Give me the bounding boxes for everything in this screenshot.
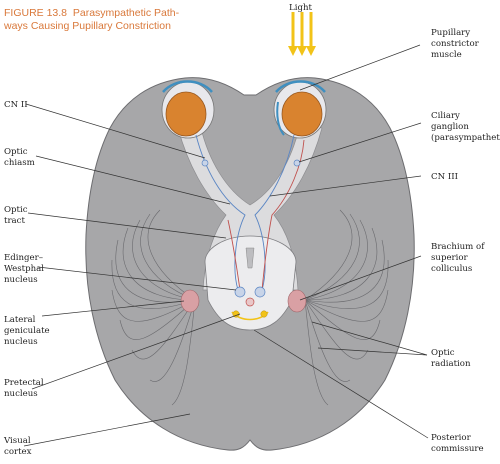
- label-optic-radiation: Optic radiation: [431, 348, 471, 369]
- label-lateral-geniculate: Lateral geniculate nucleus: [4, 315, 52, 347]
- eye-right: [273, 80, 327, 139]
- label-cn3: CN III: [431, 172, 458, 182]
- figure-title-line2: ways Causing Pupillary Constriction: [4, 20, 171, 32]
- label-light: Light: [289, 3, 312, 13]
- label-brachium: Brachium of superior colliculus: [431, 242, 487, 274]
- label-pupillary-constrictor: Pupillary constrictor muscle: [431, 28, 482, 60]
- cerebral-aqueduct: [245, 247, 255, 269]
- label-ciliary-ganglion: Ciliary ganglion (parasympathetic): [431, 111, 500, 143]
- optic-radiation-right: [304, 209, 389, 406]
- light-arrows: [288, 12, 316, 56]
- label-optic-chiasm: Optic chiasm: [4, 147, 35, 168]
- figure-title: FIGURE 13.8 Parasympathetic Path- ways C…: [4, 7, 194, 33]
- midbrain-nuclei: [231, 286, 269, 321]
- figure-title-line1: Parasympathetic Path-: [72, 7, 180, 19]
- label-optic-tract: Optic tract: [4, 205, 30, 226]
- ciliary-ganglion-right: [293, 159, 301, 167]
- label-visual-cortex: Visual cortex: [3, 436, 33, 457]
- label-posterior-commissure: Posterior commissure: [431, 433, 484, 454]
- label-pretectal: Pretectal nucleus: [4, 378, 46, 399]
- ciliary-ganglion-left: [201, 159, 209, 167]
- optic-radiation-left: [111, 209, 196, 406]
- figure-number: FIGURE 13.8: [4, 7, 68, 19]
- eye-left: [161, 80, 215, 139]
- lateral-geniculate-right: [287, 289, 307, 313]
- label-cn2: CN II: [4, 100, 28, 110]
- label-edinger-westphal: Edinger– Westphal nucleus: [4, 253, 47, 285]
- leader-lines: [23, 44, 429, 447]
